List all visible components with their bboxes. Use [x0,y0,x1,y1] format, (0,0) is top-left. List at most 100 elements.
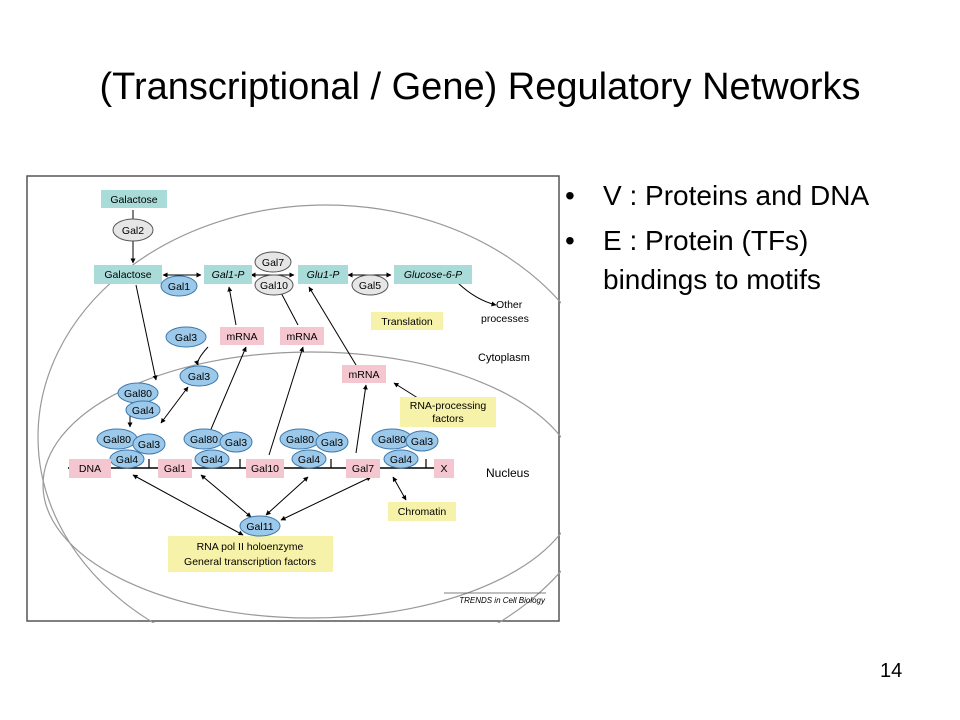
svg-text:Gal4: Gal4 [201,454,223,466]
svg-text:X: X [440,463,447,475]
bullet-marker: • [565,180,575,211]
svg-text:General transcription factors: General transcription factors [184,556,316,568]
svg-text:Gal80: Gal80 [190,434,218,446]
arrow [132,474,244,536]
arrow [194,346,209,366]
arrow [457,282,497,307]
svg-text:Gal10: Gal10 [251,463,279,475]
svg-text:Translation: Translation [381,316,433,328]
cytoplasm-label: Cytoplasm [478,352,530,364]
svg-text:Gal80: Gal80 [103,434,131,446]
slide-title: (Transcriptional / Gene) Regulatory Netw… [99,66,861,108]
svg-text:Gal5: Gal5 [359,280,381,292]
bound-complex: Gal80 Gal3 Gal4 [279,428,349,469]
svg-text:Gal4: Gal4 [132,405,154,417]
rna-pol-ii-box: RNA pol II holoenzyme General transcript… [168,536,333,572]
svg-text:Gal1: Gal1 [168,281,190,293]
svg-text:Gal3: Gal3 [411,436,433,448]
svg-text:Gal3: Gal3 [175,332,197,344]
arrow [392,476,407,501]
svg-text:mRNA: mRNA [227,331,258,343]
arrow [280,476,372,521]
mrna-box: mRNA [280,327,324,345]
rna-processing-box: RNA-processing factors [400,397,496,427]
arrow [268,346,305,456]
svg-text:Gal4: Gal4 [298,454,320,466]
gal1-enzyme: Gal1 [160,275,198,297]
svg-text:Gal3: Gal3 [188,371,210,383]
svg-text:Gal1: Gal1 [164,463,186,475]
gal11-protein: Gal11 [239,515,281,537]
gal3-protein: Gal3 [179,365,219,387]
other-processes-label: Other [496,299,523,311]
bullet-marker: • [565,225,575,256]
gene-gal1-box: Gal1 [158,459,192,478]
gal2-enzyme: Gal2 [112,218,154,242]
svg-text:RNA pol II holoenzyme: RNA pol II holoenzyme [197,541,304,553]
credit-label: TRENDS in Cell Biology [459,596,546,605]
gal10-enzyme-top: Gal10 [254,274,294,296]
glu1p-box: Glu1-P [298,265,348,284]
gal7-enzyme-top: Gal7 [254,251,292,273]
svg-text:Gal80: Gal80 [124,388,152,400]
gal1p-box: Gal1-P [204,265,252,284]
bullet-item: • E : Protein (TFs) bindings to motifs [565,221,905,299]
svg-text:Gal80: Gal80 [286,434,314,446]
svg-text:RNA-processing: RNA-processing [410,400,487,412]
chromatin-box: Chromatin [388,502,456,521]
nucleus-label: Nucleus [486,466,529,480]
dna-label-box: DNA [69,459,111,478]
gal3-protein: Gal3 [165,326,207,348]
svg-text:Gal7: Gal7 [262,257,284,269]
other-processes-label: processes [481,313,529,325]
svg-text:Chromatin: Chromatin [398,506,447,518]
gal4-protein: Gal4 [125,400,161,420]
arrow [160,386,189,424]
bullet-list: • V : Proteins and DNA • E : Protein (TF… [565,176,905,305]
gal-regulatory-diagram: Cytoplasm Nucleus Galact [26,175,561,623]
svg-text:Galactose: Galactose [104,269,151,281]
gene-gal7-box: Gal7 [346,459,380,478]
svg-text:Gal10: Gal10 [260,280,288,292]
cell-membrane [37,204,561,623]
arrow [135,284,158,381]
arrow [308,286,357,366]
svg-text:Gal7: Gal7 [352,463,374,475]
svg-text:DNA: DNA [79,463,101,475]
bound-complex: Gal80 Gal3 Gal4 [371,428,439,469]
bullet-item: • V : Proteins and DNA [565,176,905,215]
arrow [355,384,368,454]
svg-text:mRNA: mRNA [349,369,380,381]
svg-text:mRNA: mRNA [287,331,318,343]
arrow [227,286,237,326]
svg-text:Gal4: Gal4 [116,454,138,466]
arrow [200,474,252,518]
svg-text:Gal3: Gal3 [225,437,247,449]
gene-gal10-box: Gal10 [246,459,284,478]
bullet-text: E : Protein (TFs) bindings to motifs [603,225,821,295]
galactose-inside-box: Galactose [94,265,162,284]
svg-text:Gal3: Gal3 [138,439,160,451]
gene-x-box: X [434,459,454,478]
svg-text:Gal80: Gal80 [378,434,406,446]
mrna-box: mRNA [342,365,386,383]
bound-complex: Gal80 Gal3 Gal4 [183,428,253,469]
svg-text:Gal11: Gal11 [246,521,273,533]
svg-text:Gal4: Gal4 [390,454,412,466]
bullet-text: V : Proteins and DNA [603,180,870,211]
svg-text:factors: factors [432,413,464,425]
gal80-protein: Gal80 [117,382,159,404]
svg-text:Gal2: Gal2 [122,225,144,237]
svg-text:Gal1-P: Gal1-P [212,269,245,281]
page-number: 14 [880,660,903,682]
svg-text:Glucose-6-P: Glucose-6-P [404,269,462,281]
nuclear-envelope [42,351,561,619]
mrna-box: mRNA [220,327,264,345]
translation-box: Translation [371,312,443,330]
svg-text:Gal3: Gal3 [321,437,343,449]
glucose6p-box: Glucose-6-P [394,265,472,284]
gal5-enzyme: Gal5 [351,274,389,296]
galactose-outside-box: Galactose [101,190,167,208]
svg-text:Galactose: Galactose [110,194,157,206]
svg-text:Glu1-P: Glu1-P [307,269,340,281]
